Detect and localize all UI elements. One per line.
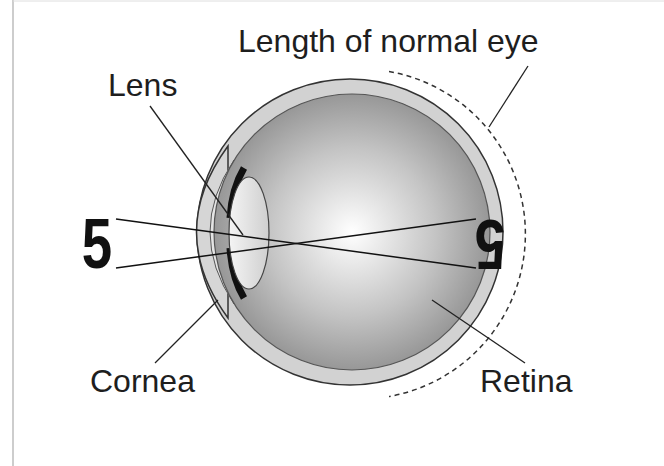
leader-line [155, 300, 218, 363]
light-ray [116, 219, 476, 268]
image-figure: 5 [475, 209, 505, 279]
lens-shape [229, 177, 269, 289]
frame-line [12, 0, 14, 466]
leader-line [432, 300, 525, 363]
part-label: Retina [480, 364, 573, 399]
part-label: Lens [108, 68, 177, 103]
part-label: Cornea [90, 364, 195, 399]
leader-line [489, 66, 528, 127]
leader-line [150, 106, 243, 235]
object-figure: 5 [82, 209, 112, 279]
light-ray [116, 219, 476, 268]
frame-line [13, 1, 664, 2]
part-label: Length of normal eye [238, 24, 539, 59]
vitreous-globe [214, 94, 490, 370]
sclera [197, 79, 503, 385]
